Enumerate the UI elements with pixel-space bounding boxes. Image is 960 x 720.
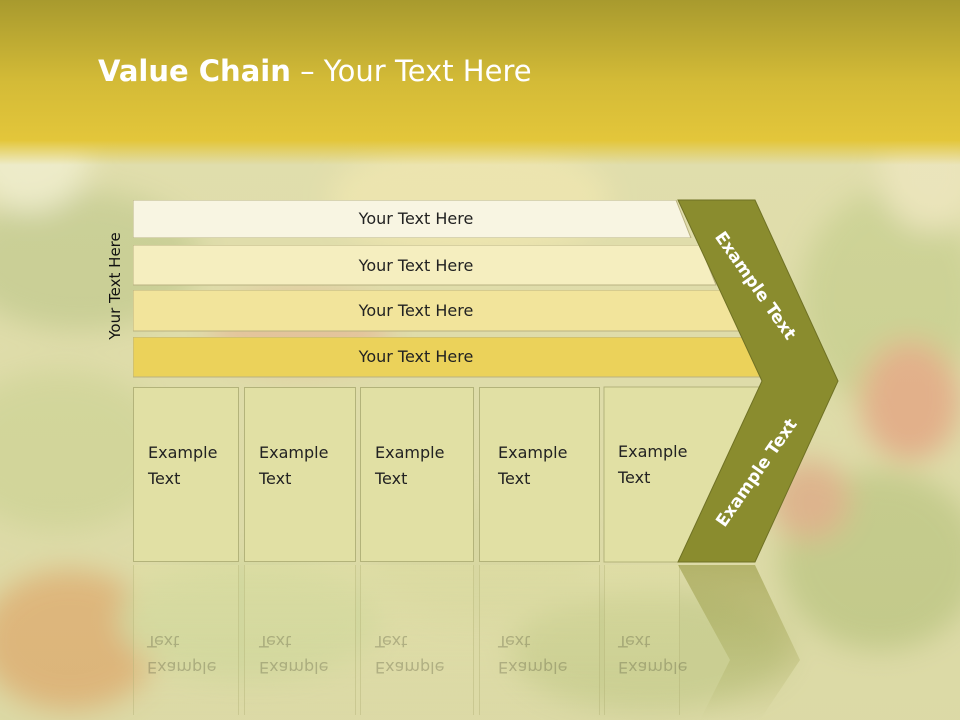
example-box-2: Example Text [244, 387, 356, 562]
example-box-4-line2: Text [498, 469, 531, 488]
bar-row-1-label: Your Text Here [358, 209, 474, 228]
example-box-1: Example Text [133, 387, 239, 562]
example-box-5: Example Text [604, 387, 714, 562]
bar-row-2-label: Your Text Here [358, 256, 474, 275]
example-box-5-line2: Text [618, 468, 651, 487]
bar-row-4-label: Your Text Here [358, 347, 474, 366]
title-rest: – Your Text Here [290, 54, 532, 88]
example-box-3-line1: Example [375, 443, 445, 462]
example-box-4: Example Text [479, 387, 600, 562]
example-box-2-line1: Example [259, 443, 329, 462]
page-title: Value Chain – Your Text Here [98, 54, 532, 88]
example-box-1-line1: Example [148, 443, 218, 462]
title-bold: Value Chain [98, 54, 291, 88]
example-box-1-line2: Text [148, 469, 181, 488]
example-box-2-line2: Text [259, 469, 292, 488]
example-box-4-line1: Example [498, 443, 568, 462]
example-box-5-line1: Example [618, 442, 688, 461]
example-box-3: Example Text [360, 387, 474, 562]
example-box-3-line2: Text [375, 469, 408, 488]
bar-row-3-label: Your Text Here [358, 301, 474, 320]
